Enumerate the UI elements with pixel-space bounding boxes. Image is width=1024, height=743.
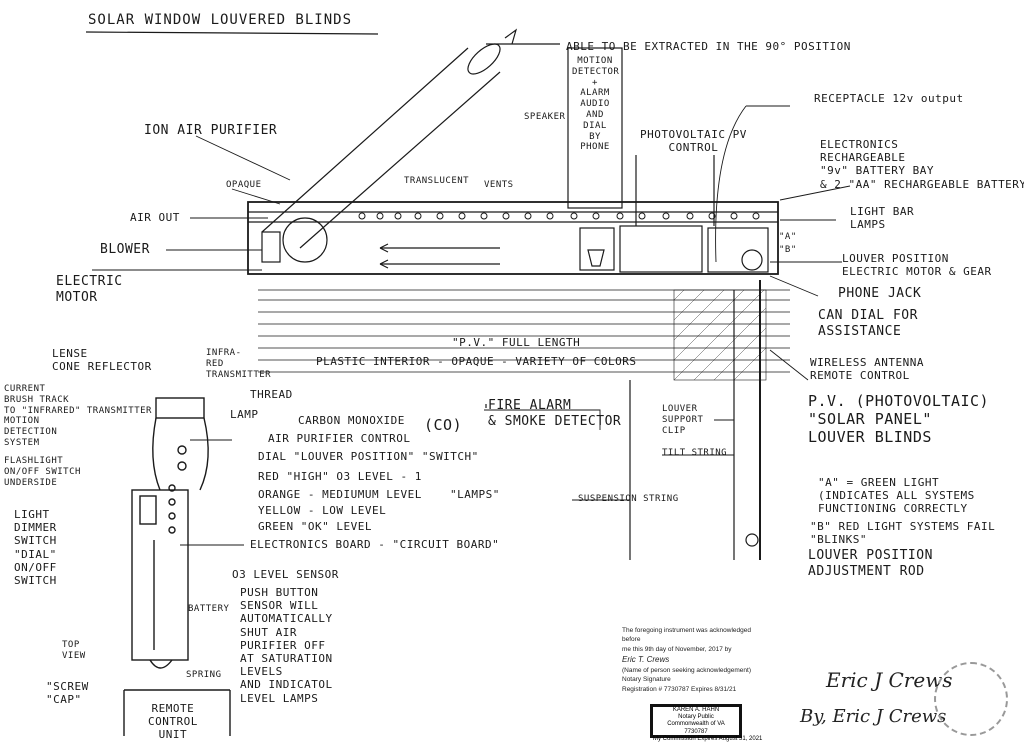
co-label: (CO) bbox=[424, 416, 463, 434]
notary-line-5: Notary Signature bbox=[622, 676, 671, 684]
extract-label: ABLE TO BE EXTRACTED IN THE 90° POSITION bbox=[566, 40, 851, 53]
ion-label: ION AIR PURIFIER bbox=[144, 123, 278, 138]
crosshatch-area bbox=[673, 289, 767, 381]
extractable-tube bbox=[261, 43, 501, 249]
o3sensor-label: O3 LEVEL SENSOR bbox=[232, 568, 339, 581]
fire-label: FIRE ALARM & SMOKE DETECTOR bbox=[488, 398, 622, 429]
antenna-label: WIRELESS ANTENNA REMOTE CONTROL bbox=[810, 356, 924, 383]
motion-detector-column bbox=[567, 47, 623, 209]
infrared-label: INFRA- RED TRANSMITTER bbox=[206, 348, 272, 380]
notary-seal-icon bbox=[934, 662, 1008, 736]
aircontrol-label: AIR PURIFIER CONTROL bbox=[268, 432, 411, 445]
board-label: ELECTRONICS BOARD - "CIRCUIT BOARD" bbox=[250, 538, 500, 551]
speaker-label: SPEAKER bbox=[524, 112, 566, 122]
electric-motor-box bbox=[261, 231, 281, 263]
electronics-bay bbox=[707, 227, 769, 273]
dial-label: DIAL "LOUVER POSITION" "SWITCH" bbox=[258, 450, 479, 463]
notary-stamp: KAREN A. HAHN Notary Public Commonwealth… bbox=[650, 704, 762, 742]
notary-line-3: Eric T. Crews bbox=[622, 655, 670, 665]
vent-holes bbox=[358, 212, 760, 220]
lightdimmer-label: LIGHT DIMMER SWITCH "DIAL" ON/OFF SWITCH bbox=[14, 508, 57, 587]
blower-label: BLOWER bbox=[100, 242, 150, 257]
carbon-label: CARBON MONOXIDE bbox=[298, 414, 405, 427]
lense-label: LENSE CONE REFLECTOR bbox=[52, 347, 152, 374]
pv-control-box bbox=[619, 225, 703, 273]
plastic-label: PLASTIC INTERIOR - OPAQUE - VARIETY OF C… bbox=[316, 355, 637, 368]
louver-clip-label: LOUVER SUPPORT CLIP bbox=[662, 404, 704, 436]
suspension-label: SUSPENSION STRING bbox=[578, 494, 679, 504]
tilt-label: TILT STRING bbox=[662, 448, 728, 458]
opaque-label: OPAQUE bbox=[226, 180, 262, 190]
signature-2: By, Eric J Crews bbox=[800, 706, 947, 727]
translucent-label: TRANSLUCENT bbox=[404, 176, 470, 186]
motion-label: MOTION DETECTOR + ALARM AUDIO AND DIAL B… bbox=[572, 56, 620, 153]
speaker-box bbox=[579, 227, 615, 271]
louver-gear bbox=[741, 249, 763, 271]
pvfull-label: "P.V." FULL LENGTH bbox=[452, 336, 581, 349]
screwcap-label: "SCREW "CAP" bbox=[46, 680, 89, 707]
spring-label: SPRING bbox=[186, 670, 222, 680]
notary-line-6: Registration # 7730787 Expires 8/31/21 bbox=[622, 685, 737, 693]
current-label: CURRENT BRUSH TRACK TO "INFRARED" TRANSM… bbox=[4, 384, 152, 448]
flashlight-label: FLASHLIGHT ON/OFF SWITCH UNDERSIDE bbox=[4, 456, 81, 488]
label-b: "B" bbox=[779, 245, 797, 255]
notary-line-4: (Name of person seeking acknowledgement) bbox=[622, 666, 751, 674]
airout-label: AIR OUT bbox=[130, 211, 180, 224]
redlight-label: "B" RED LIGHT SYSTEMS FAIL "BLINKS" bbox=[810, 520, 996, 547]
main-housing bbox=[247, 201, 779, 275]
electric-motor-label: ELECTRIC MOTOR bbox=[56, 274, 123, 305]
notary-line-2: me this 9th day of November, 2017 by bbox=[622, 645, 732, 653]
topview-label: TOP VIEW bbox=[62, 640, 86, 661]
vents-label: VENTS bbox=[484, 180, 514, 190]
signature-1: Eric J Crews bbox=[826, 668, 953, 692]
label-a: "A" bbox=[779, 232, 797, 242]
pv-control-label: PHOTOVOLTAIC PV CONTROL bbox=[640, 128, 747, 155]
red-label: RED "HIGH" O3 LEVEL - 1 bbox=[258, 470, 422, 483]
lamps-label: "LAMPS" bbox=[450, 488, 500, 501]
yellow-label: YELLOW - LOW LEVEL bbox=[258, 504, 387, 517]
green-label: GREEN "OK" LEVEL bbox=[258, 520, 372, 533]
leader-lines bbox=[92, 105, 851, 546]
receptacle-label: RECEPTACLE 12v output bbox=[814, 92, 964, 105]
diagram-title: SOLAR WINDOW LOUVERED BLINDS bbox=[88, 12, 353, 28]
candial-label: CAN DIAL FOR ASSISTANCE bbox=[818, 308, 918, 339]
pv-solar-label: P.V. (PHOTOVOLTAIC) "SOLAR PANEL" LOUVER… bbox=[808, 392, 990, 446]
notary-block: The foregoing instrument was acknowledge… bbox=[622, 626, 762, 694]
electronics-label: ELECTRONICS RECHARGEABLE "9v" BATTERY BA… bbox=[820, 138, 1024, 191]
louver-motor-label: LOUVER POSITION ELECTRIC MOTOR & GEAR bbox=[842, 252, 992, 279]
remote-unit-label: REMOTE CONTROL UNIT bbox=[148, 702, 198, 742]
lamp-label: LAMP bbox=[230, 408, 259, 421]
thread-label: THREAD bbox=[250, 388, 293, 401]
notary-line-1: The foregoing instrument was acknowledge… bbox=[622, 627, 751, 644]
lightbar-label: LIGHT BAR LAMPS bbox=[850, 205, 915, 232]
remote-control-unit bbox=[123, 397, 231, 736]
greenlight-label: "A" = GREEN LIGHT (INDICATES ALL SYSTEMS… bbox=[818, 476, 975, 516]
orange-label: ORANGE - MEDIUMUM LEVEL bbox=[258, 488, 422, 501]
pushbutton-label: PUSH BUTTON SENSOR WILL AUTOMATICALLY SH… bbox=[240, 586, 333, 705]
rod-label: LOUVER POSITION ADJUSTMENT ROD bbox=[808, 548, 933, 579]
title-underline bbox=[85, 31, 379, 35]
battery-label: BATTERY bbox=[188, 604, 230, 614]
blower-wheel bbox=[282, 217, 328, 263]
phonejack-label: PHONE JACK bbox=[838, 286, 922, 301]
